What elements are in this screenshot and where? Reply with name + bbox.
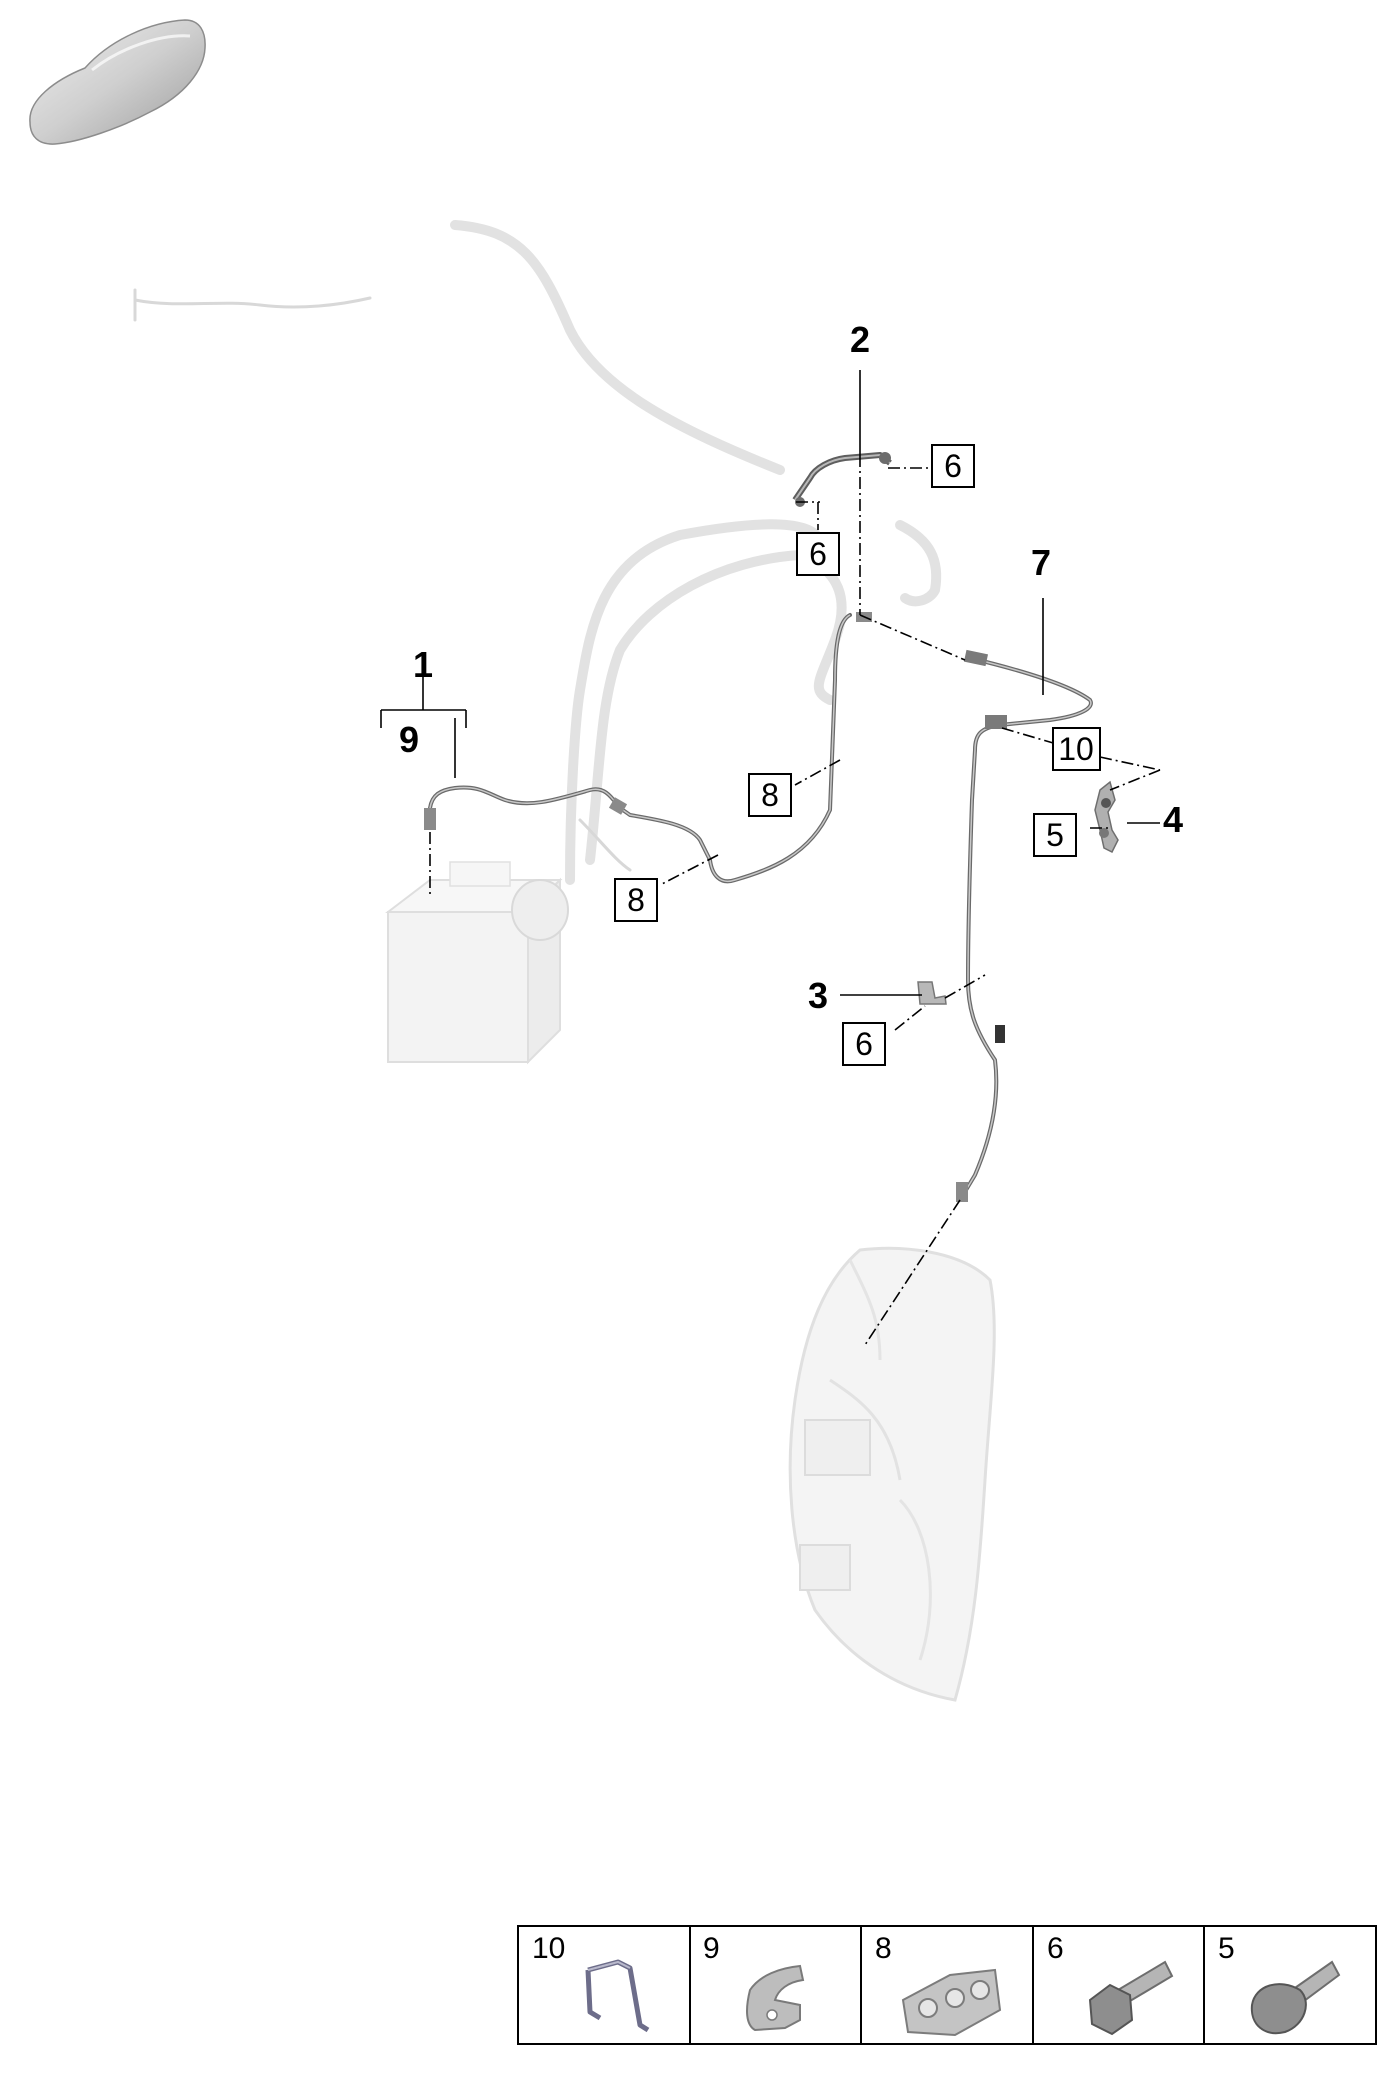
callout-3: 3 [808,975,828,1016]
bolt-icon [1250,1960,1341,2035]
legend-cell-5: 5 [1218,1932,1341,2035]
bracket-icon [746,1964,805,2032]
bracket-part-2 [792,452,892,507]
brake-caliper [788,1246,996,1702]
bolt-icon [1088,1960,1174,2036]
legend-cell-8: 8 [875,1932,1002,2037]
brake-pipe-abs-to-hose [424,612,872,884]
box-8-lower: 8 [627,882,645,918]
legend-cell-6: 6 [1047,1932,1174,2036]
box-6-mid: 6 [809,536,827,572]
legend-number-6: 6 [1047,1932,1064,1965]
clip-icon [585,1959,650,2033]
box-6-top: 6 [944,448,962,484]
holder-part-3 [917,981,947,1005]
legend-cell-10: 10 [532,1932,650,2033]
callout-2: 2 [850,319,870,360]
box-8-upper: 8 [761,777,779,813]
legend-number-10: 10 [532,1932,565,1965]
callout-numbers: 1 9 2 7 4 3 [399,319,1183,1016]
abs-unit [385,861,569,1065]
car-thumbnail-icon [29,19,206,145]
legend-number-8: 8 [875,1932,892,1965]
legend-number-5: 5 [1218,1932,1235,1965]
box-5: 5 [1046,817,1064,853]
box-10: 10 [1058,731,1094,767]
bracket-part-4 [1094,780,1119,854]
leader-lines [380,370,1161,1346]
brake-hose-part-7 [956,649,1093,1202]
pipe-holder-icon [901,1968,1002,2037]
callout-1: 1 [413,644,433,685]
boxed-references: 6 6 8 8 10 5 6 [614,444,1101,1066]
callout-9: 9 [399,719,419,760]
box-6-lower: 6 [855,1026,873,1062]
callout-4: 4 [1163,799,1183,840]
legend-cell-9: 9 [703,1932,805,2032]
parts-legend: 10 9 8 6 [517,1925,1377,2045]
legend-number-9: 9 [703,1932,720,1965]
callout-7: 7 [1031,542,1051,583]
